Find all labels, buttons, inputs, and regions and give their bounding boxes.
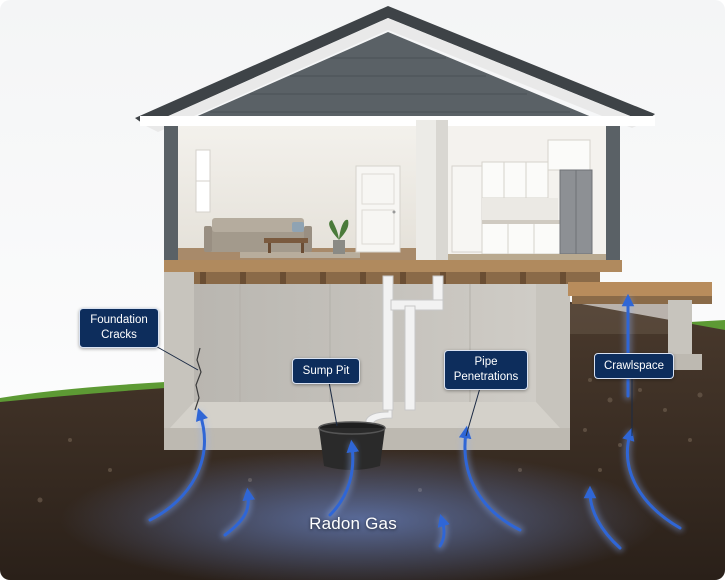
callout-sump-pit: Sump Pit [292, 358, 360, 384]
radon-gas-label: Radon Gas [309, 514, 397, 533]
callout-foundation-cracks: Foundation Cracks [79, 308, 159, 348]
callout-pipe-penetrations: Pipe Penetrations [444, 350, 528, 390]
callout-crawlspace: Crawlspace [594, 353, 674, 379]
leader-lines [151, 343, 633, 437]
radon-arrows [146, 293, 684, 552]
radon-arrow-icon [148, 293, 682, 550]
crack-icon [194, 347, 202, 411]
